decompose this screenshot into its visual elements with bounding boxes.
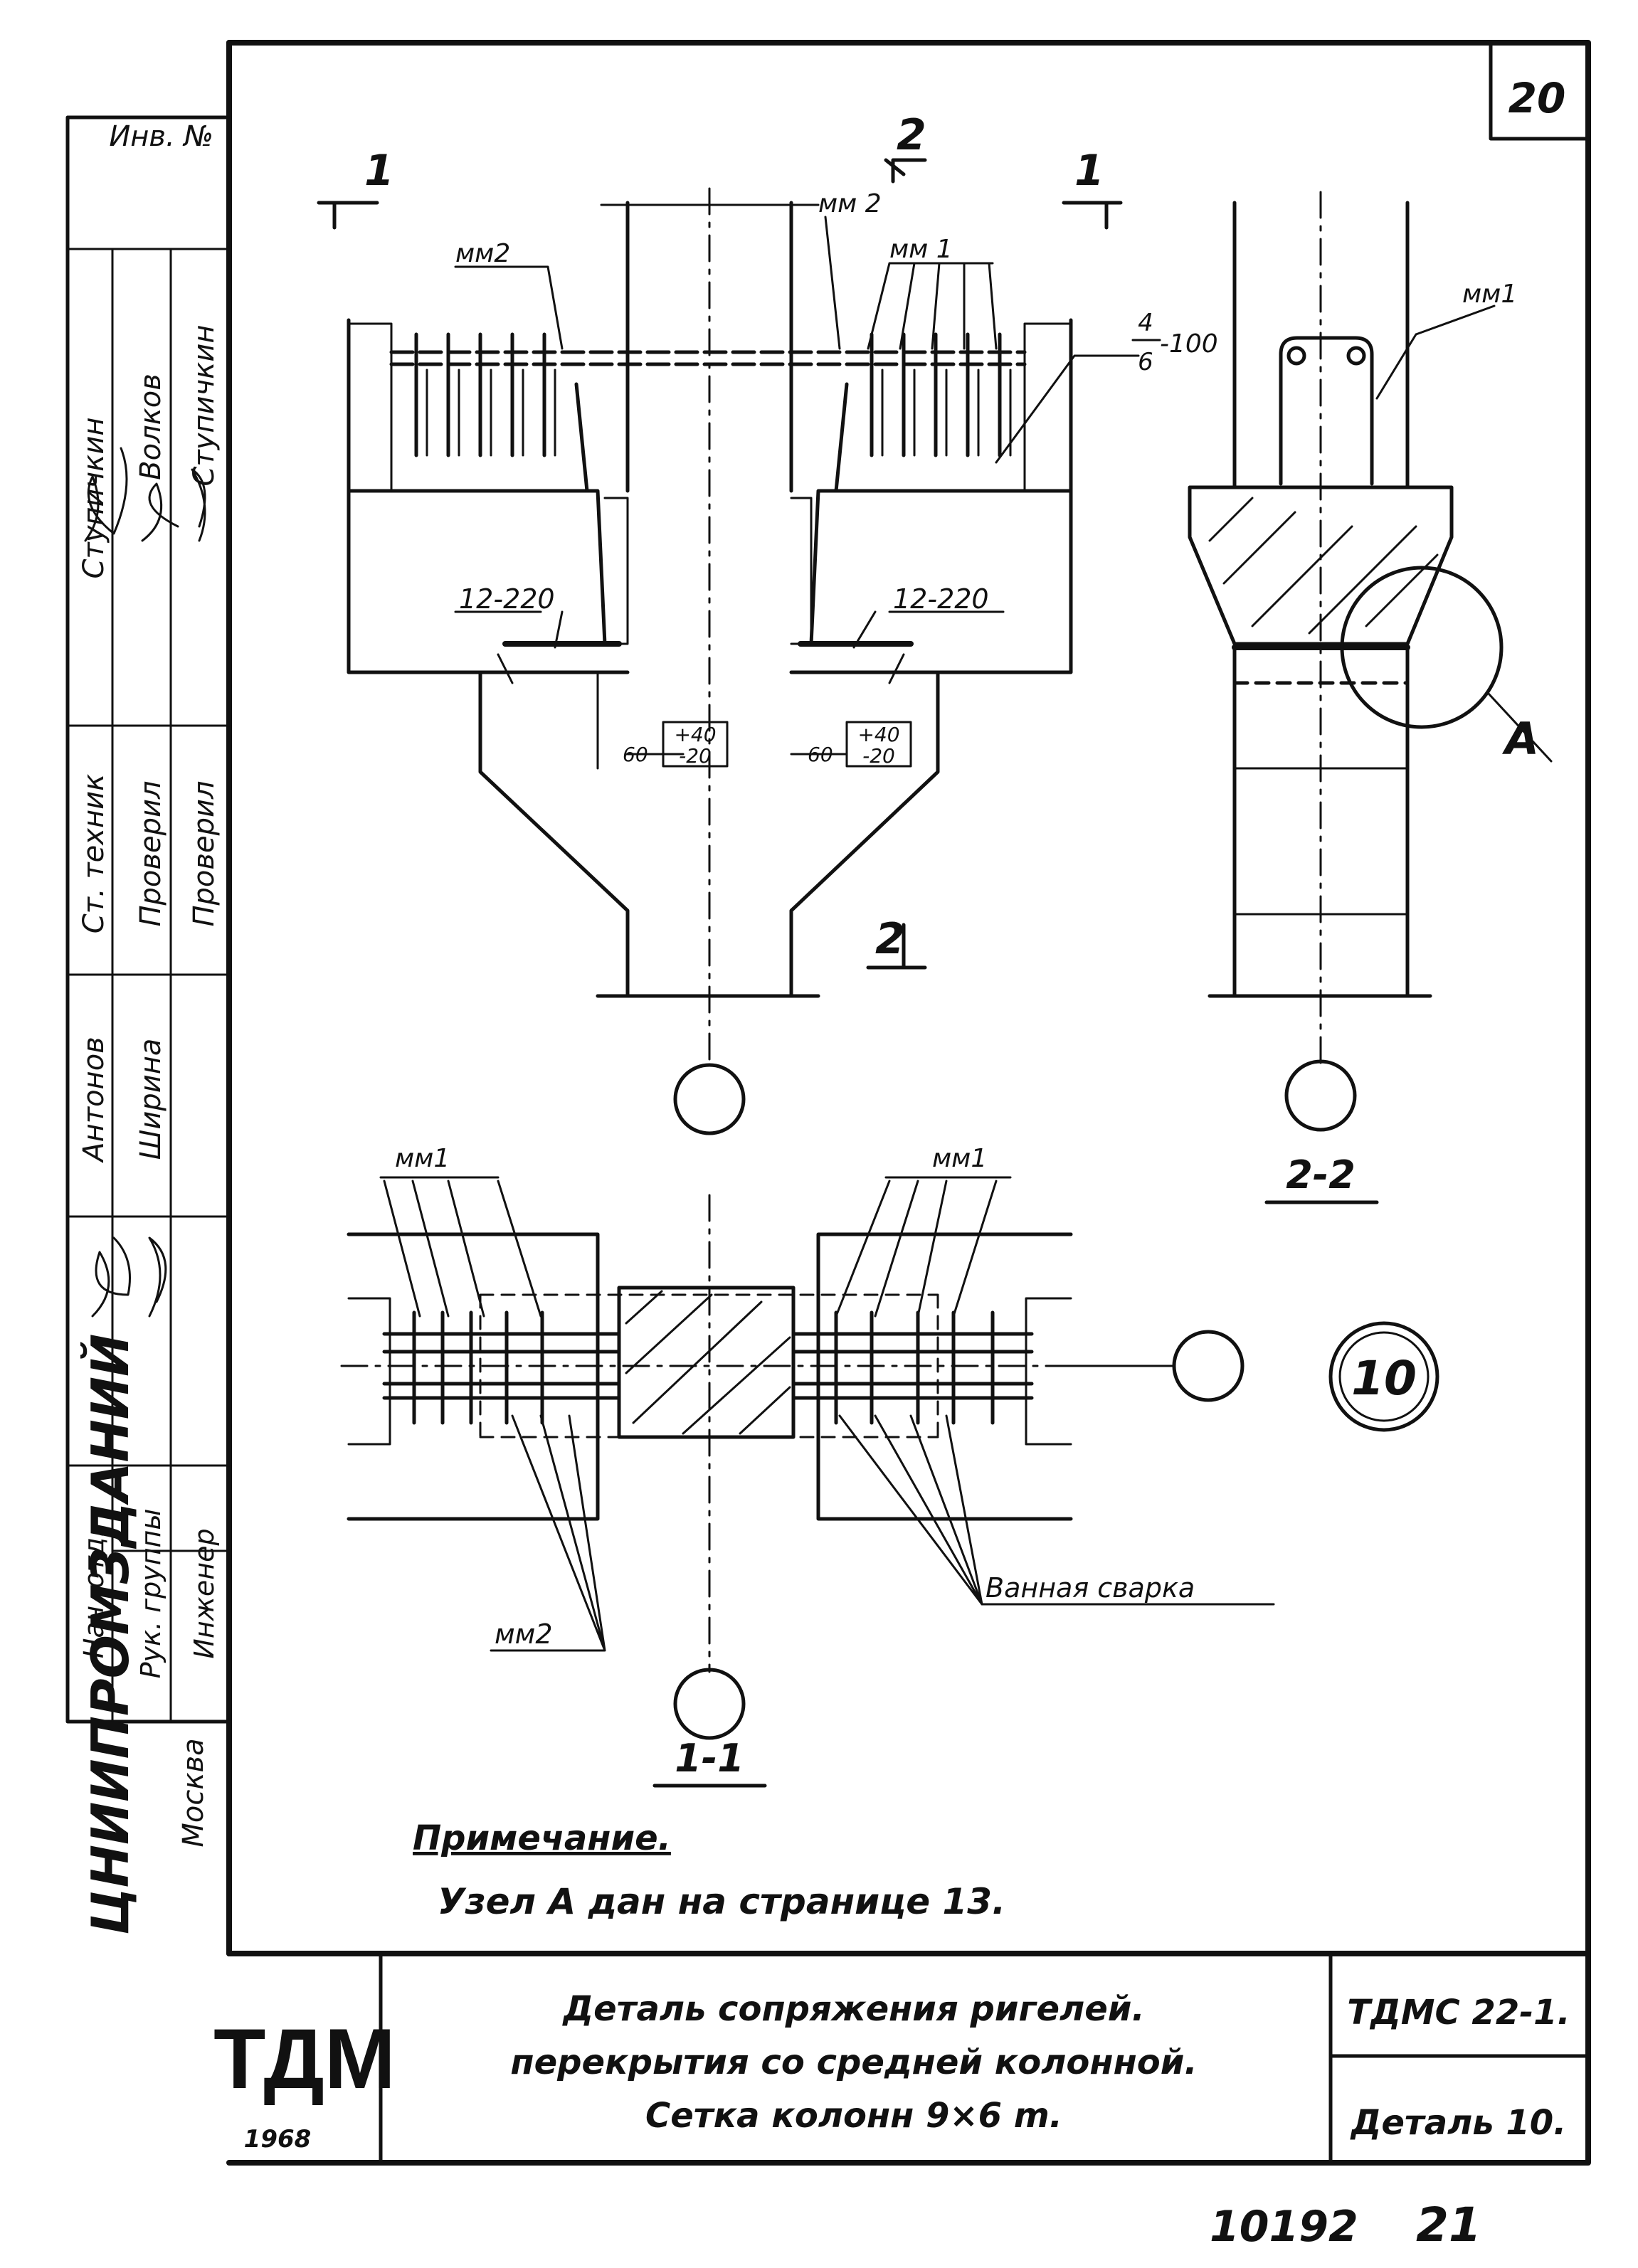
tol-minus-right: -20 bbox=[862, 744, 895, 768]
weld-spec-left: 12-220 bbox=[459, 583, 555, 615]
sidebar-role-engineer: Инженер bbox=[189, 1528, 220, 1658]
rebar-fraction-top: 4 bbox=[1138, 309, 1153, 337]
detail-number: 10 bbox=[1351, 1351, 1417, 1406]
inv-label: Инв. № bbox=[109, 120, 213, 153]
tol-minus-left: -20 bbox=[679, 744, 712, 768]
sidebar-role-checked-1: Проверил bbox=[134, 780, 167, 926]
sidebar-role-st-tech: Ст. техник bbox=[78, 774, 110, 934]
page-number-box: 20 bbox=[1489, 41, 1590, 141]
bottom-page: 21 bbox=[1416, 2198, 1481, 2252]
label-mm2-top: мм2 bbox=[455, 239, 510, 268]
label-mm1-plan-left: мм1 bbox=[395, 1144, 450, 1173]
signature-3 bbox=[191, 468, 206, 542]
series-code: ТДМС 22-1. bbox=[1347, 1993, 1570, 2033]
sheet-frame bbox=[226, 40, 1591, 1956]
title-year: 1968 bbox=[244, 2125, 312, 2153]
cut-1-left: 1 bbox=[364, 146, 394, 196]
node-a-circle bbox=[1340, 566, 1504, 729]
title-line-2: перекрытия со средней колонной. bbox=[510, 2042, 1197, 2082]
note-block: Примечание. Узел А дан на странице 13. bbox=[413, 1818, 1005, 1922]
dim-60-left: 60 bbox=[623, 743, 648, 766]
front-elevation: мм2 мм 2 мм 1 4 6 -100 12-220 12-220 60 … bbox=[347, 187, 1218, 1135]
section-1-1-plan: мм1 мм1 мм2 Ванная сварка 1-1 bbox=[340, 1144, 1275, 1788]
cut-2-bottom: 2 bbox=[875, 914, 905, 964]
cut-2-top: 2 bbox=[897, 110, 926, 160]
axis-bubble-plan-right bbox=[1172, 1330, 1245, 1402]
signature-4 bbox=[91, 1236, 131, 1318]
detail-bubble: 10 bbox=[1328, 1321, 1439, 1432]
tol-plus-left: +40 bbox=[674, 723, 716, 746]
tol-plus-right: +40 bbox=[857, 723, 899, 746]
view-2-2-title: 2-2 bbox=[1286, 1152, 1356, 1197]
weld-spec-right: 12-220 bbox=[893, 583, 989, 615]
note-heading: Примечание. bbox=[413, 1818, 671, 1858]
org-city: Москва bbox=[177, 1738, 210, 1847]
bottom-number: 10192 bbox=[1210, 2202, 1358, 2252]
sidebar-role-group: Рук. группы bbox=[135, 1509, 167, 1679]
label-mm2-top-b: мм 2 bbox=[818, 189, 882, 218]
signature-2 bbox=[141, 482, 179, 542]
title-line-1: Деталь сопряжения ригелей. bbox=[561, 1989, 1144, 2029]
section-2-2: А мм1 2-2 bbox=[1188, 191, 1553, 1204]
node-a-label: А bbox=[1501, 713, 1539, 765]
sidebar-name-3: Ступичкин bbox=[188, 325, 221, 487]
title-line-3: Сетка колонн 9×6 m. bbox=[645, 2096, 1062, 2136]
sidebar-name-shirina: Ширина bbox=[134, 1039, 167, 1160]
section-cut-markers: 1 1 2 2 bbox=[317, 110, 1123, 970]
rebar-fraction-bottom: 6 bbox=[1138, 348, 1153, 376]
axis-bubble-section bbox=[1284, 1059, 1357, 1132]
title-logo: ТДМ bbox=[213, 2011, 396, 2107]
dim-60-right: 60 bbox=[808, 743, 833, 766]
label-mm1-section: мм1 bbox=[1462, 280, 1517, 309]
title-block: ТДМ 1968 Деталь сопряжения ригелей. пере… bbox=[213, 1951, 1591, 2166]
sidebar-stamp: Инв. № Ступичкин Волков Ступичкин Ст. те… bbox=[65, 115, 231, 1935]
sidebar-role-checked-2: Проверил bbox=[188, 780, 221, 926]
sidebar-name-2: Волков bbox=[134, 373, 167, 480]
sidebar-role-head: Нач. отд. bbox=[78, 1529, 110, 1658]
label-mm1-plan-right: мм1 bbox=[932, 1144, 987, 1173]
detail-label: Деталь 10. bbox=[1350, 2103, 1567, 2143]
label-mm1-top: мм 1 bbox=[889, 235, 953, 264]
axis-bubble-front bbox=[673, 1063, 746, 1135]
page-number: 20 bbox=[1508, 74, 1566, 122]
signature-1 bbox=[84, 447, 128, 542]
sidebar-name-antonov: Антонов bbox=[78, 1037, 110, 1164]
note-text: Узел А дан на странице 13. bbox=[438, 1881, 1005, 1922]
signature-5 bbox=[148, 1236, 167, 1318]
cut-1-right: 1 bbox=[1074, 146, 1104, 196]
view-1-1-title: 1-1 bbox=[675, 1736, 744, 1781]
rebar-spacing: -100 bbox=[1160, 329, 1218, 359]
sidebar-name-1: Ступичкин bbox=[78, 418, 110, 579]
org-name: ЦНИИПРОМЗДАНИЙ bbox=[80, 1334, 140, 1935]
label-bath-weld: Ванная сварка bbox=[986, 1572, 1195, 1604]
axis-bubble-plan-bottom bbox=[673, 1668, 746, 1740]
label-mm2-plan: мм2 bbox=[495, 1618, 553, 1650]
